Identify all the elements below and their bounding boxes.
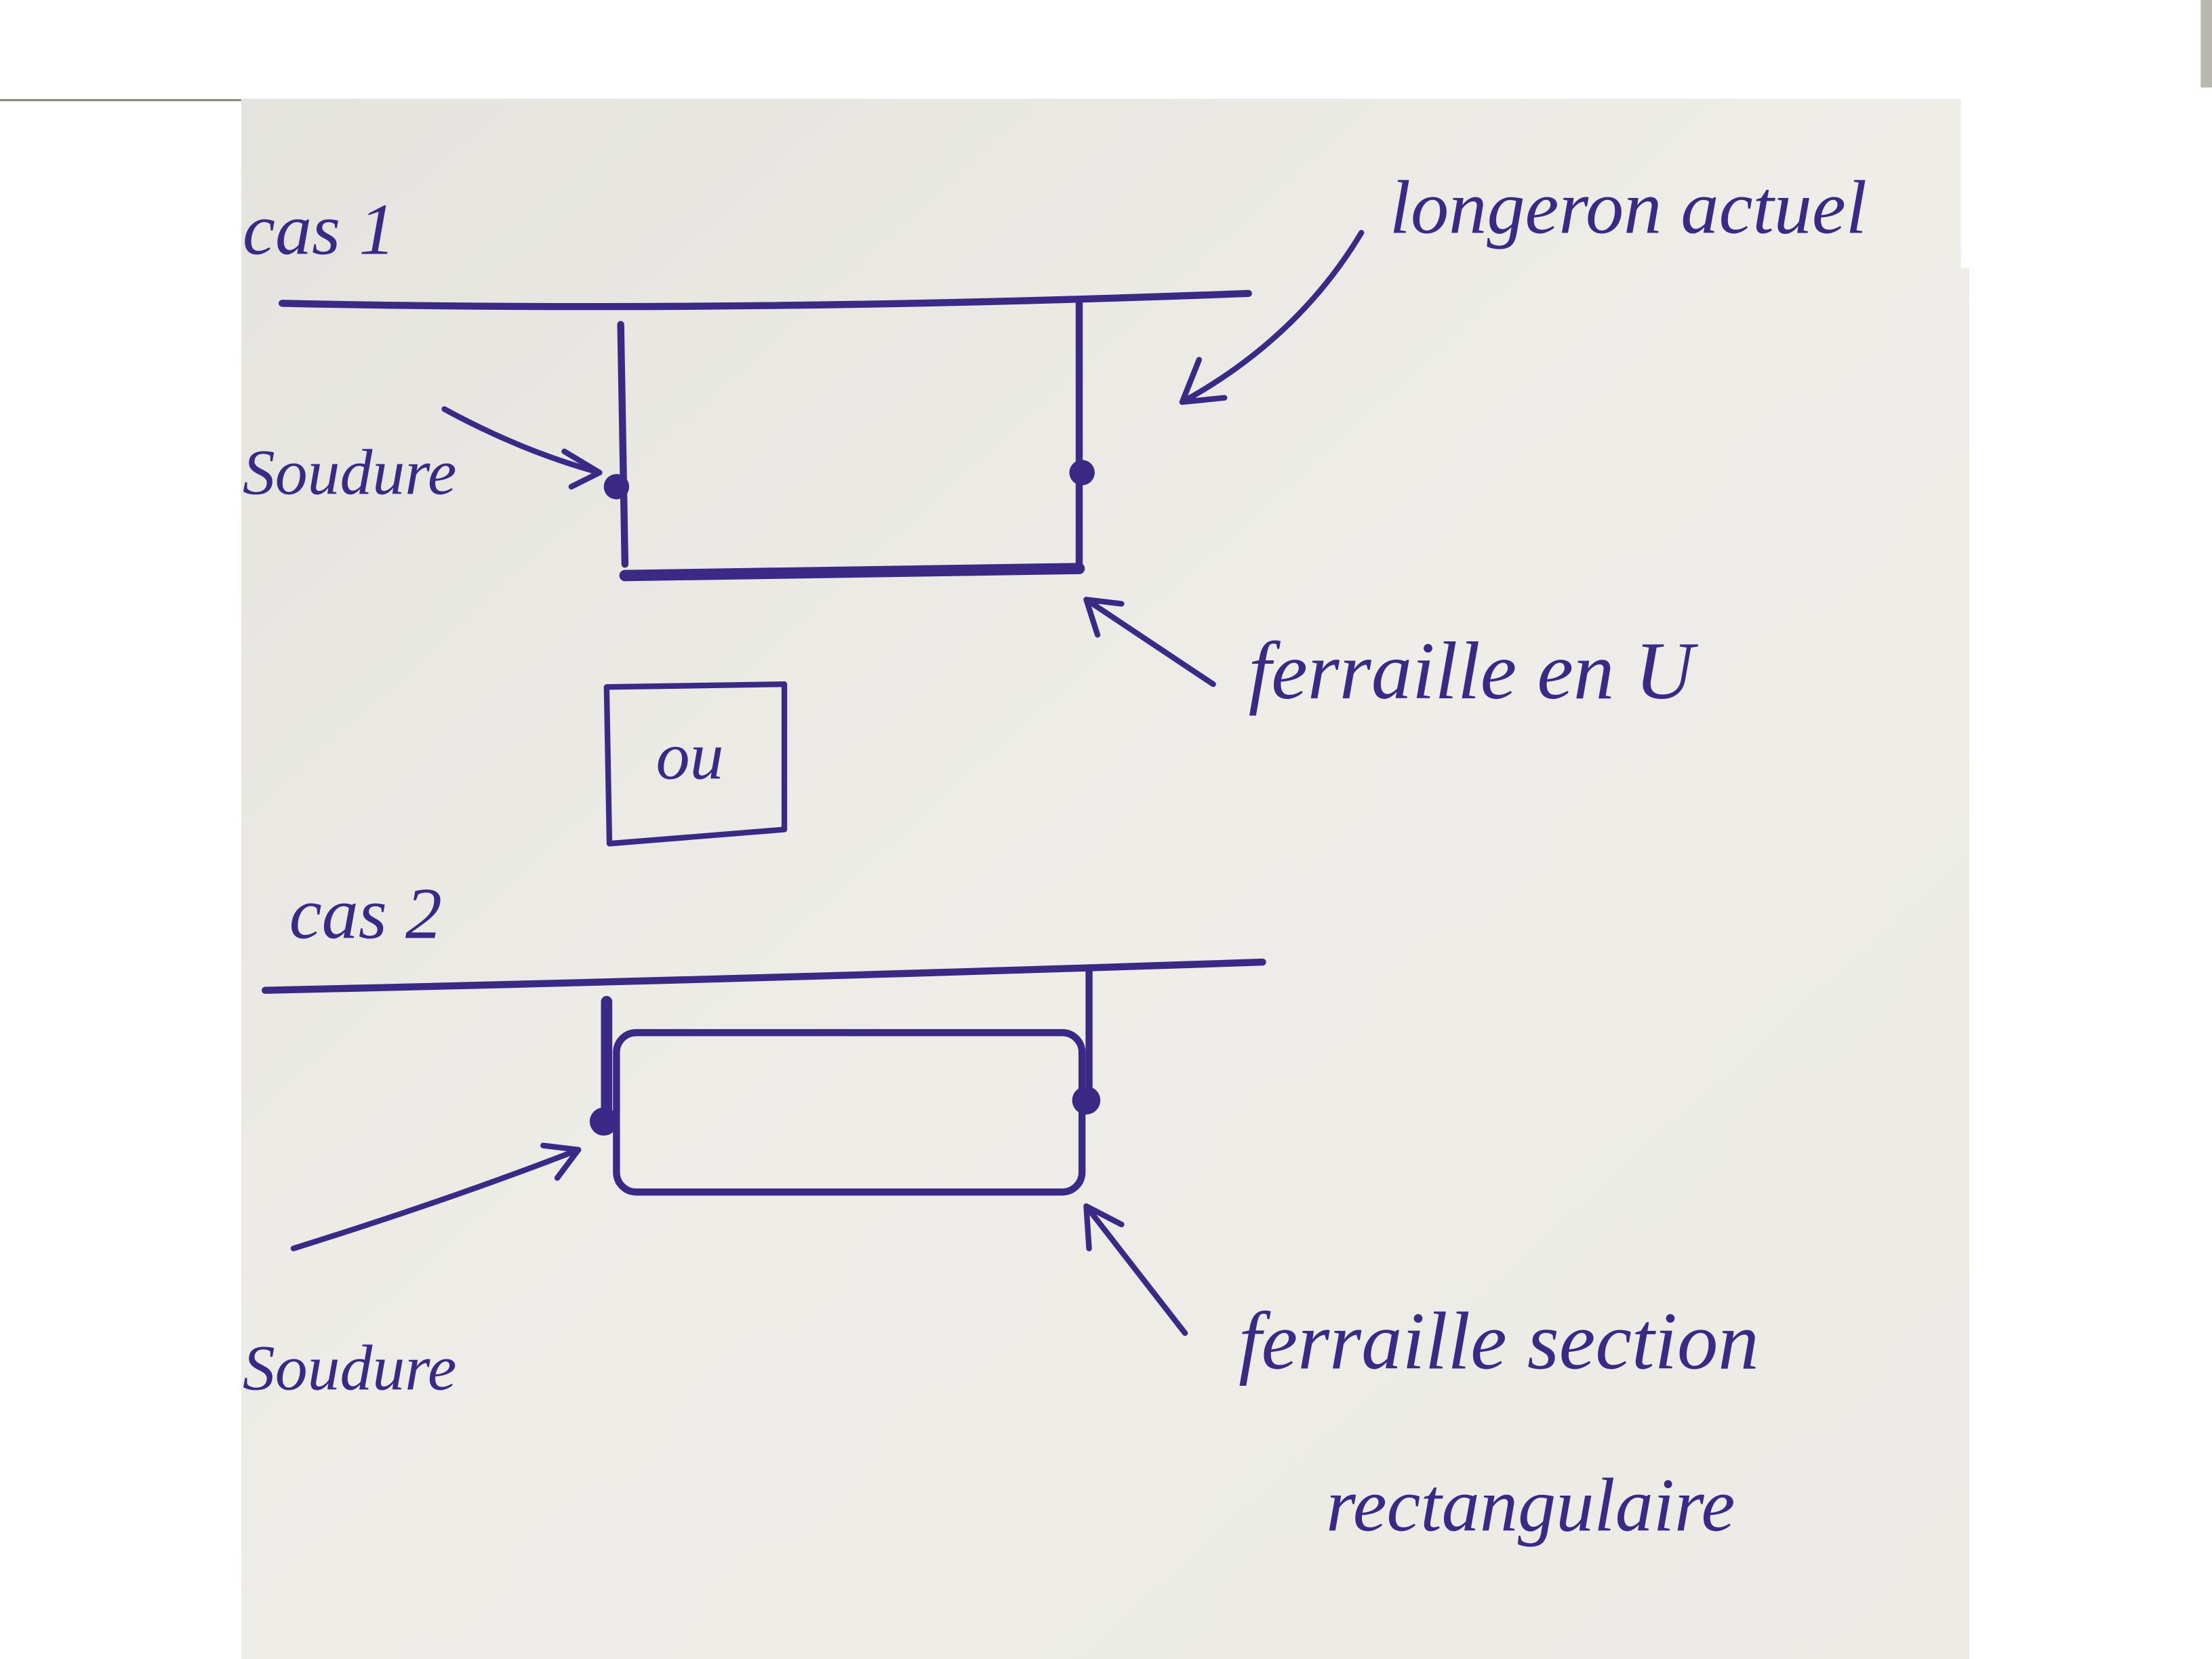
case2-part-arrow-icon xyxy=(1083,1203,1188,1336)
case1-part-label: ferraille en U xyxy=(1249,626,1699,717)
paper-notch xyxy=(1960,98,1973,268)
or-label: ou xyxy=(656,719,724,794)
beam-arrow-icon xyxy=(1179,230,1365,405)
case2-label: cas 2 xyxy=(289,874,442,955)
case1-weld-right xyxy=(1069,460,1095,485)
case1-beam-label: longeron actuel xyxy=(1390,165,1867,249)
case2-weld-label: Soudure xyxy=(243,1332,457,1404)
case1-part-arrow-icon xyxy=(1083,597,1216,687)
case1-weld-label: Soudure xyxy=(243,436,457,508)
case2-part-label-line1: ferraille section xyxy=(1239,1296,1759,1386)
case1-label: cas 1 xyxy=(243,190,395,271)
case1-u-left xyxy=(617,321,629,568)
case2-weld-arrow-icon xyxy=(290,1142,582,1252)
case2-weld-left xyxy=(589,1107,618,1136)
case1-beam xyxy=(278,289,1252,311)
case1-u-bottom xyxy=(619,563,1085,582)
case2-weld-right xyxy=(1072,1086,1101,1115)
case2-beam xyxy=(262,958,1266,994)
case1-weld-left xyxy=(603,474,630,500)
case2-part-label-line2: rectangulaire xyxy=(1326,1464,1735,1548)
case1-weld-arrow-icon xyxy=(441,406,603,490)
paper-sheet xyxy=(241,98,1970,1659)
or-box xyxy=(603,681,788,847)
edge-mark xyxy=(2200,0,2212,88)
